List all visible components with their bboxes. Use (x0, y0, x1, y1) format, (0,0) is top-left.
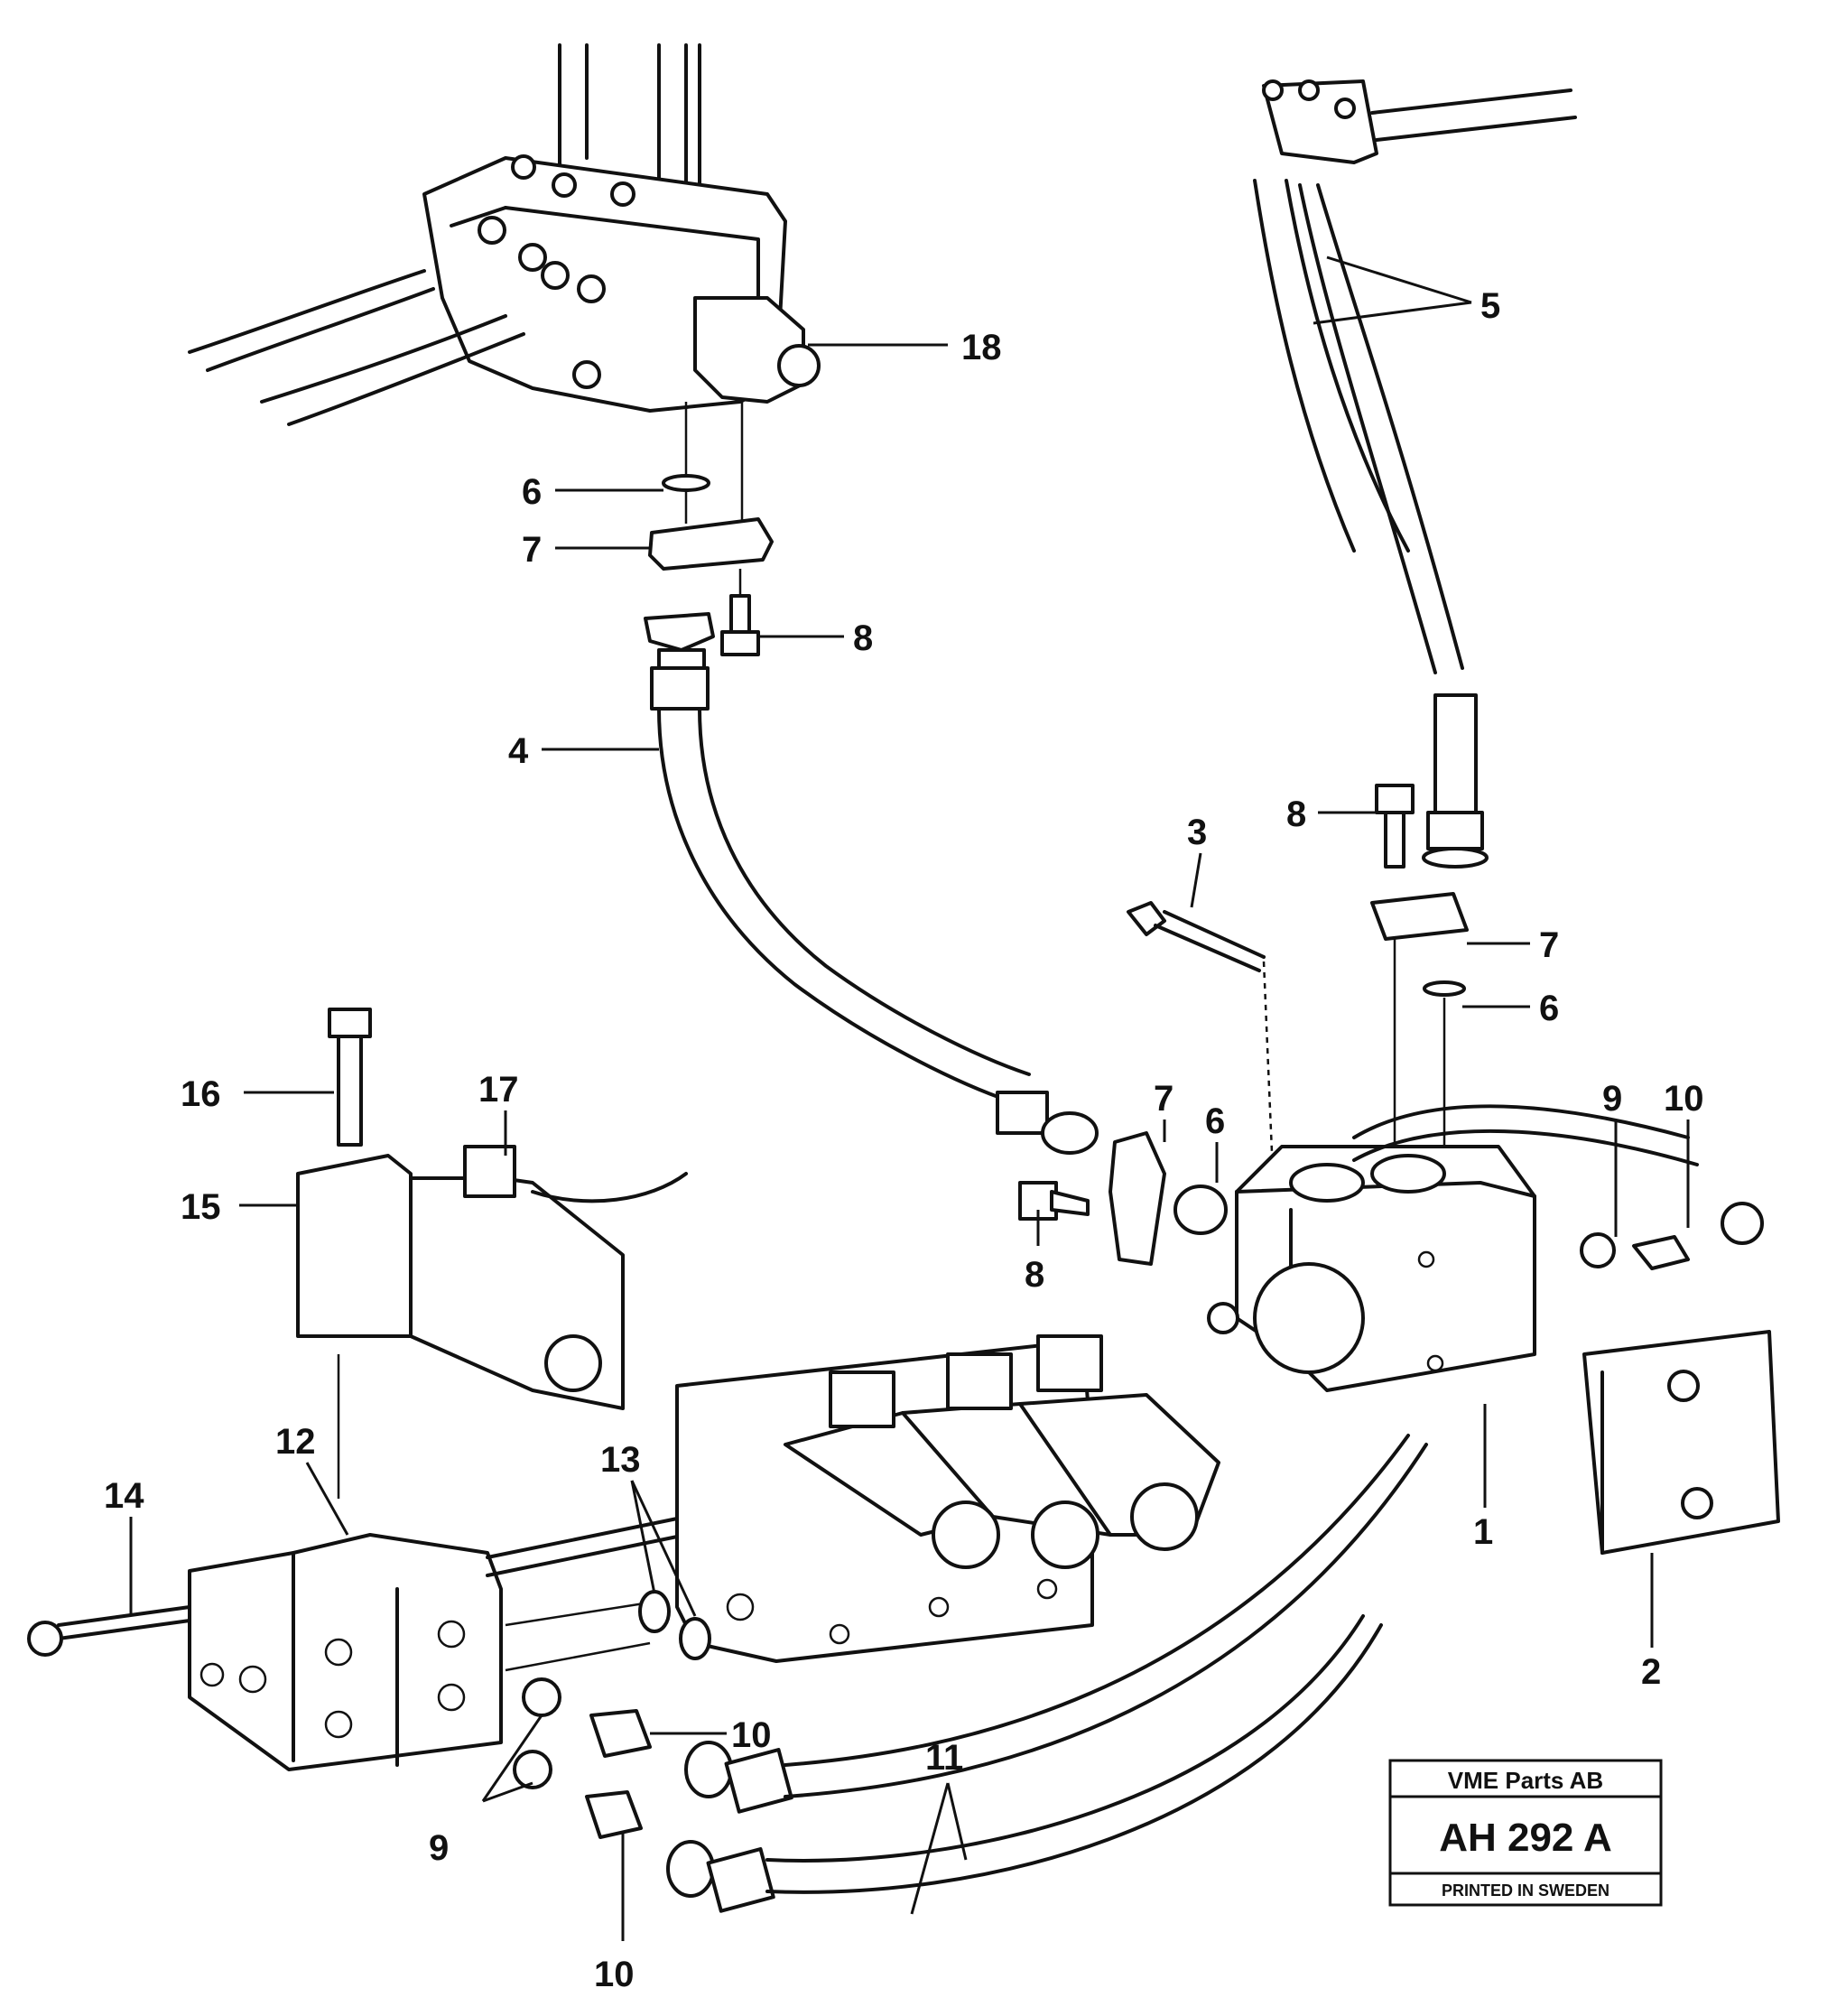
callout-7: 7 (522, 530, 542, 570)
callout-15: 15 (181, 1187, 221, 1227)
bracket (1582, 1330, 1780, 1555)
left-flange-set (996, 1091, 1764, 1270)
callout-2: 2 (1641, 1652, 1661, 1692)
callout-10: 10 (594, 1955, 635, 1994)
callout-10: 10 (1664, 1079, 1704, 1119)
leader-lines (129, 255, 1690, 1941)
callout-7: 7 (1539, 925, 1559, 965)
callout-17: 17 (478, 1070, 519, 1110)
callout-9: 9 (429, 1828, 449, 1868)
callout-8: 8 (853, 618, 873, 658)
callout-6: 6 (1539, 989, 1559, 1028)
callout-5: 5 (1480, 286, 1500, 326)
title-block: VME Parts AB AH 292 A PRINTED IN SWEDEN (1388, 1759, 1663, 1907)
callout-12: 12 (275, 1422, 316, 1462)
callout-6: 6 (522, 472, 542, 512)
control-valve-assembly (188, 43, 821, 524)
callout-10: 10 (731, 1715, 772, 1755)
callout-11: 11 (925, 1738, 963, 1778)
callout-9: 9 (1602, 1079, 1622, 1119)
callout-1: 1 (1473, 1512, 1493, 1552)
callout-3: 3 (1187, 813, 1207, 852)
manifold-block (27, 1515, 688, 1771)
upper-flange-set (644, 474, 1031, 1103)
right-flange-set (1127, 784, 1469, 1175)
callout-13: 13 (600, 1440, 641, 1480)
seal-rings (638, 1590, 711, 1660)
callout-labels: 18 6 7 8 4 5 8 3 7 6 7 6 8 9 10 1 2 16 1… (104, 286, 1704, 1994)
callout-18: 18 (961, 328, 1002, 367)
valve-bank (675, 1334, 1220, 1663)
title-block-note: PRINTED IN SWEDEN (1442, 1881, 1609, 1900)
callout-4: 4 (508, 731, 529, 771)
hose-fittings (513, 1434, 1428, 1913)
right-pipe-assembly (1253, 79, 1577, 869)
callout-14: 14 (104, 1476, 144, 1516)
title-block-company: VME Parts AB (1448, 1767, 1603, 1794)
valve-block (1207, 1145, 1536, 1392)
solenoid-assembly (296, 1008, 688, 1499)
callout-8: 8 (1286, 794, 1306, 834)
title-block-code: AH 292 A (1439, 1816, 1612, 1860)
callout-6: 6 (1205, 1101, 1225, 1141)
callout-7: 7 (1154, 1079, 1173, 1119)
callout-16: 16 (181, 1074, 221, 1114)
callout-8: 8 (1025, 1255, 1044, 1295)
